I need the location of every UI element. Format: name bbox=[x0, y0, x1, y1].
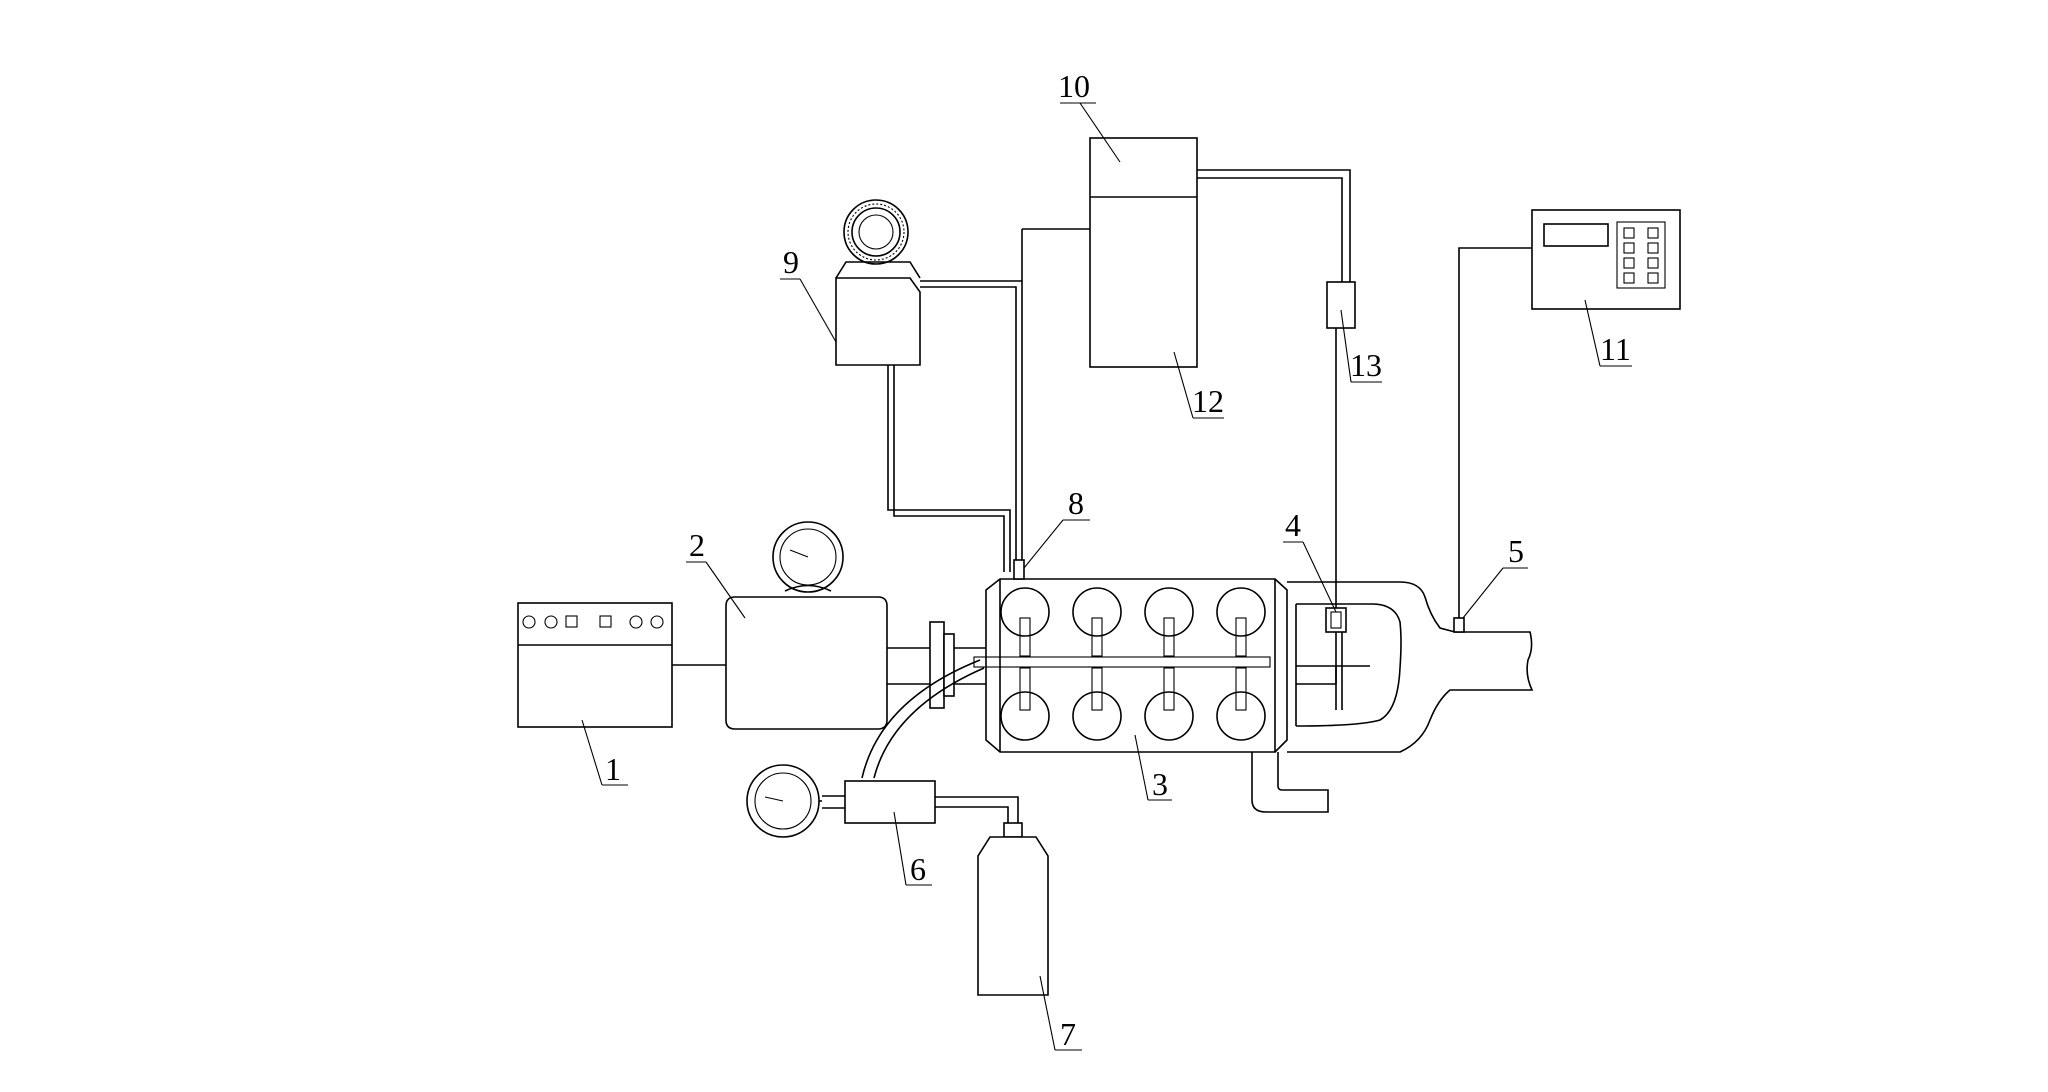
line-10-13-outer bbox=[1197, 169, 1351, 282]
dynamometer-gauge-icon bbox=[772, 521, 844, 593]
line-6-7-outer bbox=[935, 796, 1019, 823]
console-gauge-icon bbox=[522, 615, 664, 629]
component-10-12-analyzer bbox=[1089, 137, 1198, 368]
component-3-engine bbox=[973, 578, 1288, 753]
label-11: 11 bbox=[1600, 331, 1631, 367]
leader-lines bbox=[581, 102, 1632, 1051]
component-6-regulator bbox=[746, 764, 936, 838]
line-9-8-c bbox=[887, 365, 1011, 572]
exhaust-downpipe bbox=[1251, 752, 1329, 813]
label-2: 2 bbox=[689, 527, 705, 563]
label-10: 10 bbox=[1058, 68, 1090, 104]
component-8-probe bbox=[1013, 228, 1090, 580]
fuel-line-inner bbox=[873, 667, 985, 779]
label-13: 13 bbox=[1350, 347, 1382, 383]
label-9: 9 bbox=[783, 244, 799, 280]
line-9-8-b bbox=[920, 286, 1017, 572]
label-3: 3 bbox=[1152, 766, 1168, 802]
component-5-tail-sensor bbox=[1453, 617, 1465, 633]
fuel-line-outer bbox=[861, 659, 981, 779]
label-6: 6 bbox=[910, 851, 926, 887]
component-7-cylinder bbox=[977, 822, 1049, 996]
exhaust-manifold bbox=[1287, 581, 1534, 753]
line-11-5 bbox=[1458, 247, 1532, 618]
upper-cylinders bbox=[1000, 587, 1266, 657]
keypad-icon bbox=[1616, 221, 1666, 289]
coupling bbox=[887, 621, 986, 709]
component-9-pump bbox=[835, 199, 921, 366]
component-2-dynamometer bbox=[725, 521, 888, 730]
label-4: 4 bbox=[1285, 507, 1301, 543]
part-labels: 1 2 3 4 5 6 7 8 9 10 11 12 13 bbox=[605, 68, 1631, 1052]
label-5: 5 bbox=[1508, 533, 1524, 569]
line-10-13-inner bbox=[1197, 177, 1343, 282]
line-9-8-d bbox=[893, 365, 1005, 572]
component-11-daq bbox=[1531, 209, 1681, 310]
lower-cylinders bbox=[1000, 667, 1266, 741]
component-4-sensor bbox=[1325, 607, 1347, 710]
regulator-gauge-icon bbox=[746, 764, 822, 838]
label-12: 12 bbox=[1192, 383, 1224, 419]
label-7: 7 bbox=[1060, 1016, 1076, 1052]
coil-icon bbox=[843, 199, 909, 265]
component-13-filter bbox=[1326, 281, 1356, 329]
line-9-8-a bbox=[920, 280, 1023, 572]
line-6-7-inner bbox=[935, 806, 1009, 823]
label-8: 8 bbox=[1068, 485, 1084, 521]
component-1-console bbox=[517, 602, 673, 728]
label-1: 1 bbox=[605, 751, 621, 787]
